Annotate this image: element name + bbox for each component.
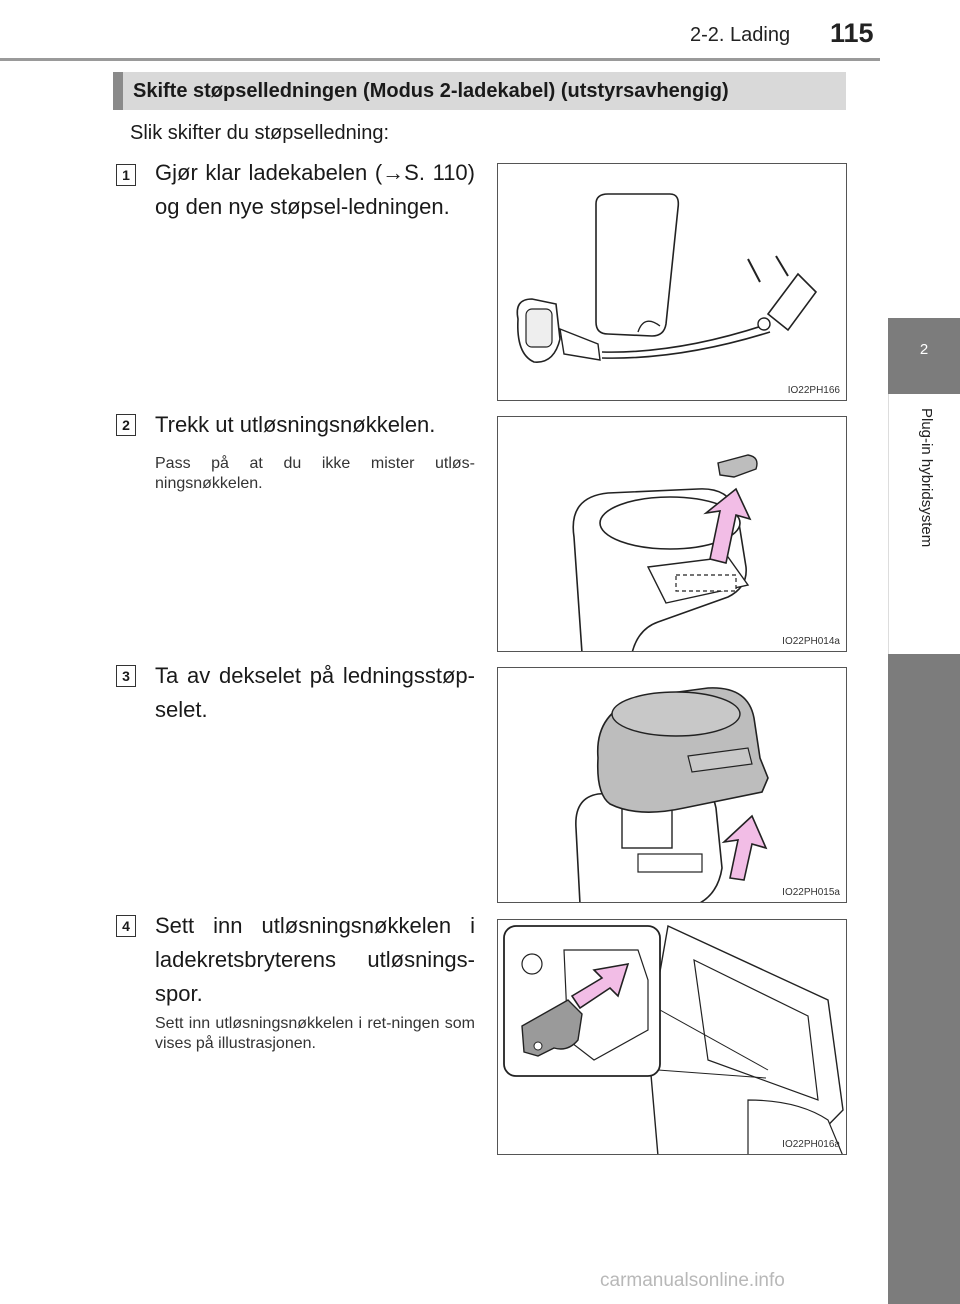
chapter-tab: Plug-in hybridsystem	[888, 394, 960, 654]
figure-2: IO22PH014a	[497, 416, 847, 652]
page-number: 115	[830, 18, 874, 48]
step-text-2: Trekk ut utløsningsnøkkelen.	[155, 412, 436, 437]
step-text-3: Ta av dekselet på ledningsstøp-selet.	[155, 663, 475, 722]
section-title: Skifte støpselledningen (Modus 2-ladekab…	[113, 72, 846, 110]
direction-arrow-icon	[703, 487, 752, 564]
step-text-4: Sett inn utløsningsnøkkelen i ladekretsb…	[155, 913, 475, 1006]
direction-arrow-icon	[721, 814, 768, 881]
intro-text: Slik skifter du støpselledning:	[130, 122, 390, 144]
step-text-1: Gjør klar ladekabelen (→S. 110) og den n…	[155, 160, 475, 219]
figure-4: IO22PH016a	[497, 919, 847, 1155]
figure-code-3: IO22PH015a	[782, 887, 840, 898]
header-rule	[0, 58, 880, 61]
step-number-3: 3	[116, 665, 136, 687]
figure-1: IO22PH166	[497, 163, 847, 401]
chapter-tab-label: Plug-in hybridsystem	[918, 408, 935, 548]
figure-code-2: IO22PH014a	[782, 636, 840, 647]
watermark-text: carmanualsonline.info	[600, 1270, 785, 1291]
step-note-4: Sett inn utløsningsnøkkelen i ret-ningen…	[155, 1015, 475, 1052]
figure-4-illustration	[503, 924, 844, 1154]
figure-3-illustration	[575, 687, 769, 902]
chapter-tab-bar	[888, 654, 960, 1304]
header-section: 2-2. Lading	[690, 24, 791, 46]
step-note-2: Pass på at du ikke mister utløs-ningsnøk…	[155, 455, 475, 492]
step-number-4: 4	[116, 915, 136, 937]
step-number-1: 1	[116, 164, 136, 186]
figure-code-4: IO22PH016a	[782, 1139, 840, 1150]
chapter-tab-number: 2	[888, 318, 960, 394]
figure-2-illustration	[572, 454, 758, 651]
step-number-2: 2	[116, 414, 136, 436]
figure-3: IO22PH015a	[497, 667, 847, 903]
direction-arrow-icon	[570, 962, 630, 1010]
figure-code-1: IO22PH166	[787, 385, 840, 396]
figure-1-illustration	[516, 193, 818, 363]
